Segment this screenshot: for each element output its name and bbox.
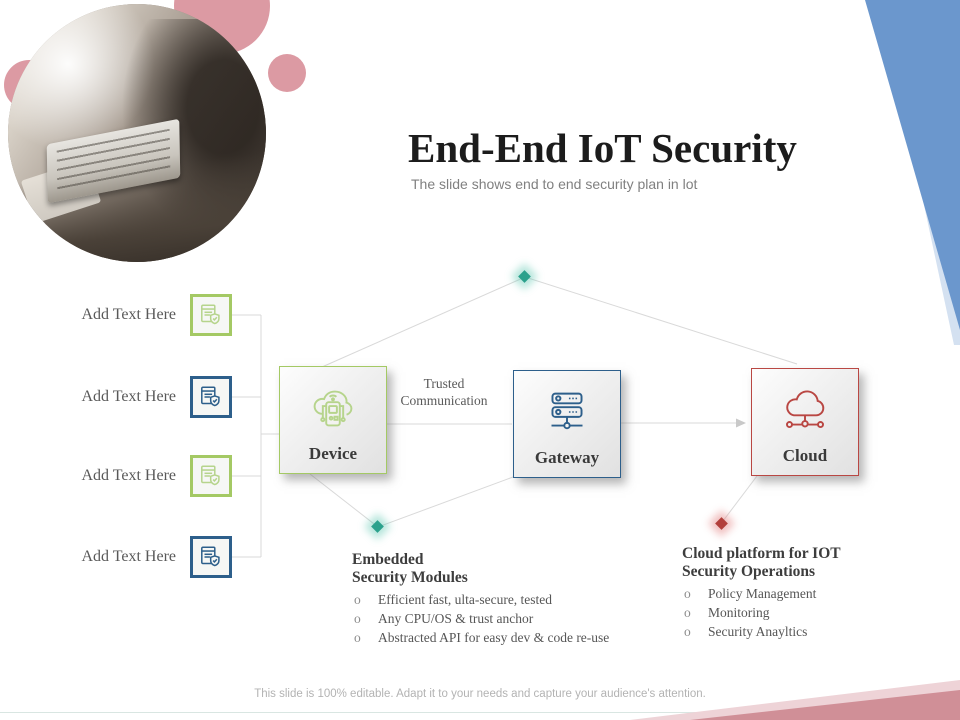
page-title: End-End IoT Security — [408, 125, 797, 171]
node-label: Device — [308, 444, 358, 463]
decor-circle-right — [268, 54, 306, 92]
trusted-communication-label: Trusted Communication — [400, 376, 488, 408]
bullet-marker: o — [354, 592, 361, 607]
callout-title-line: Security Operations — [682, 563, 816, 580]
gateway-node: Gateway — [513, 370, 621, 478]
placeholder-label[interactable]: Add Text Here — [81, 306, 176, 323]
node-label: Gateway — [534, 448, 600, 467]
office-photo — [8, 4, 266, 262]
corner-triangle-bottom-right — [630, 680, 960, 720]
secure-document-icon[interactable] — [190, 455, 232, 497]
bullet-item: o Security Anayltics — [684, 624, 808, 639]
bullet-list: o Efficient fast, ulta-secure, tested o … — [352, 592, 652, 646]
bullet-marker: o — [684, 605, 691, 620]
bullet-item: o Policy Management — [684, 586, 817, 601]
secure-document-icon[interactable] — [190, 536, 232, 578]
bottom-divider — [0, 712, 960, 713]
flow-diamond-top — [518, 270, 531, 283]
gateway-server-icon — [551, 392, 583, 430]
flow-diamond-device — [371, 520, 384, 533]
cloud-callout: Cloud platform for IOT Security Operatio… — [682, 545, 932, 643]
device-callout: Embedded Security Modules o Efficient fa… — [352, 551, 652, 649]
corner-triangle-top-right — [865, 0, 960, 345]
iot-device-icon — [313, 390, 353, 427]
cloud-network-icon — [786, 390, 825, 429]
arrowhead-gateway-to-cloud — [736, 418, 746, 428]
placeholder-label[interactable]: Add Text Here — [81, 467, 176, 484]
bullet-item: o Any CPU/OS & trust anchor — [354, 611, 534, 626]
secure-document-icon[interactable] — [190, 376, 232, 418]
callout-title-line: Cloud platform for IOT — [682, 545, 841, 562]
bullet-item: o Efficient fast, ulta-secure, tested — [354, 592, 553, 607]
bullet-item: o Abstracted API for easy dev & code re-… — [354, 630, 610, 645]
cloud-node: Cloud — [751, 368, 859, 476]
secure-document-icon[interactable] — [190, 294, 232, 336]
placeholder-label[interactable]: Add Text Here — [81, 548, 176, 565]
bullet-marker: o — [684, 624, 691, 639]
node-label: Cloud — [782, 446, 828, 465]
bullet-item: o Monitoring — [684, 605, 770, 620]
flow-diamond-cloud — [715, 517, 728, 530]
device-node: Device — [279, 366, 387, 474]
page-subtitle: The slide shows end to end security plan… — [411, 176, 698, 192]
bullet-list: o Policy Management o Monitoring o Secur… — [682, 586, 932, 640]
callout-title-line: Security Modules — [352, 569, 468, 586]
bullet-marker: o — [684, 586, 691, 601]
placeholder-label[interactable]: Add Text Here — [81, 388, 176, 405]
footer-note: This slide is 100% editable. Adapt it to… — [254, 688, 706, 700]
callout-title-line: Embedded — [352, 551, 424, 568]
bullet-marker: o — [354, 611, 361, 626]
bullet-marker: o — [354, 630, 361, 645]
